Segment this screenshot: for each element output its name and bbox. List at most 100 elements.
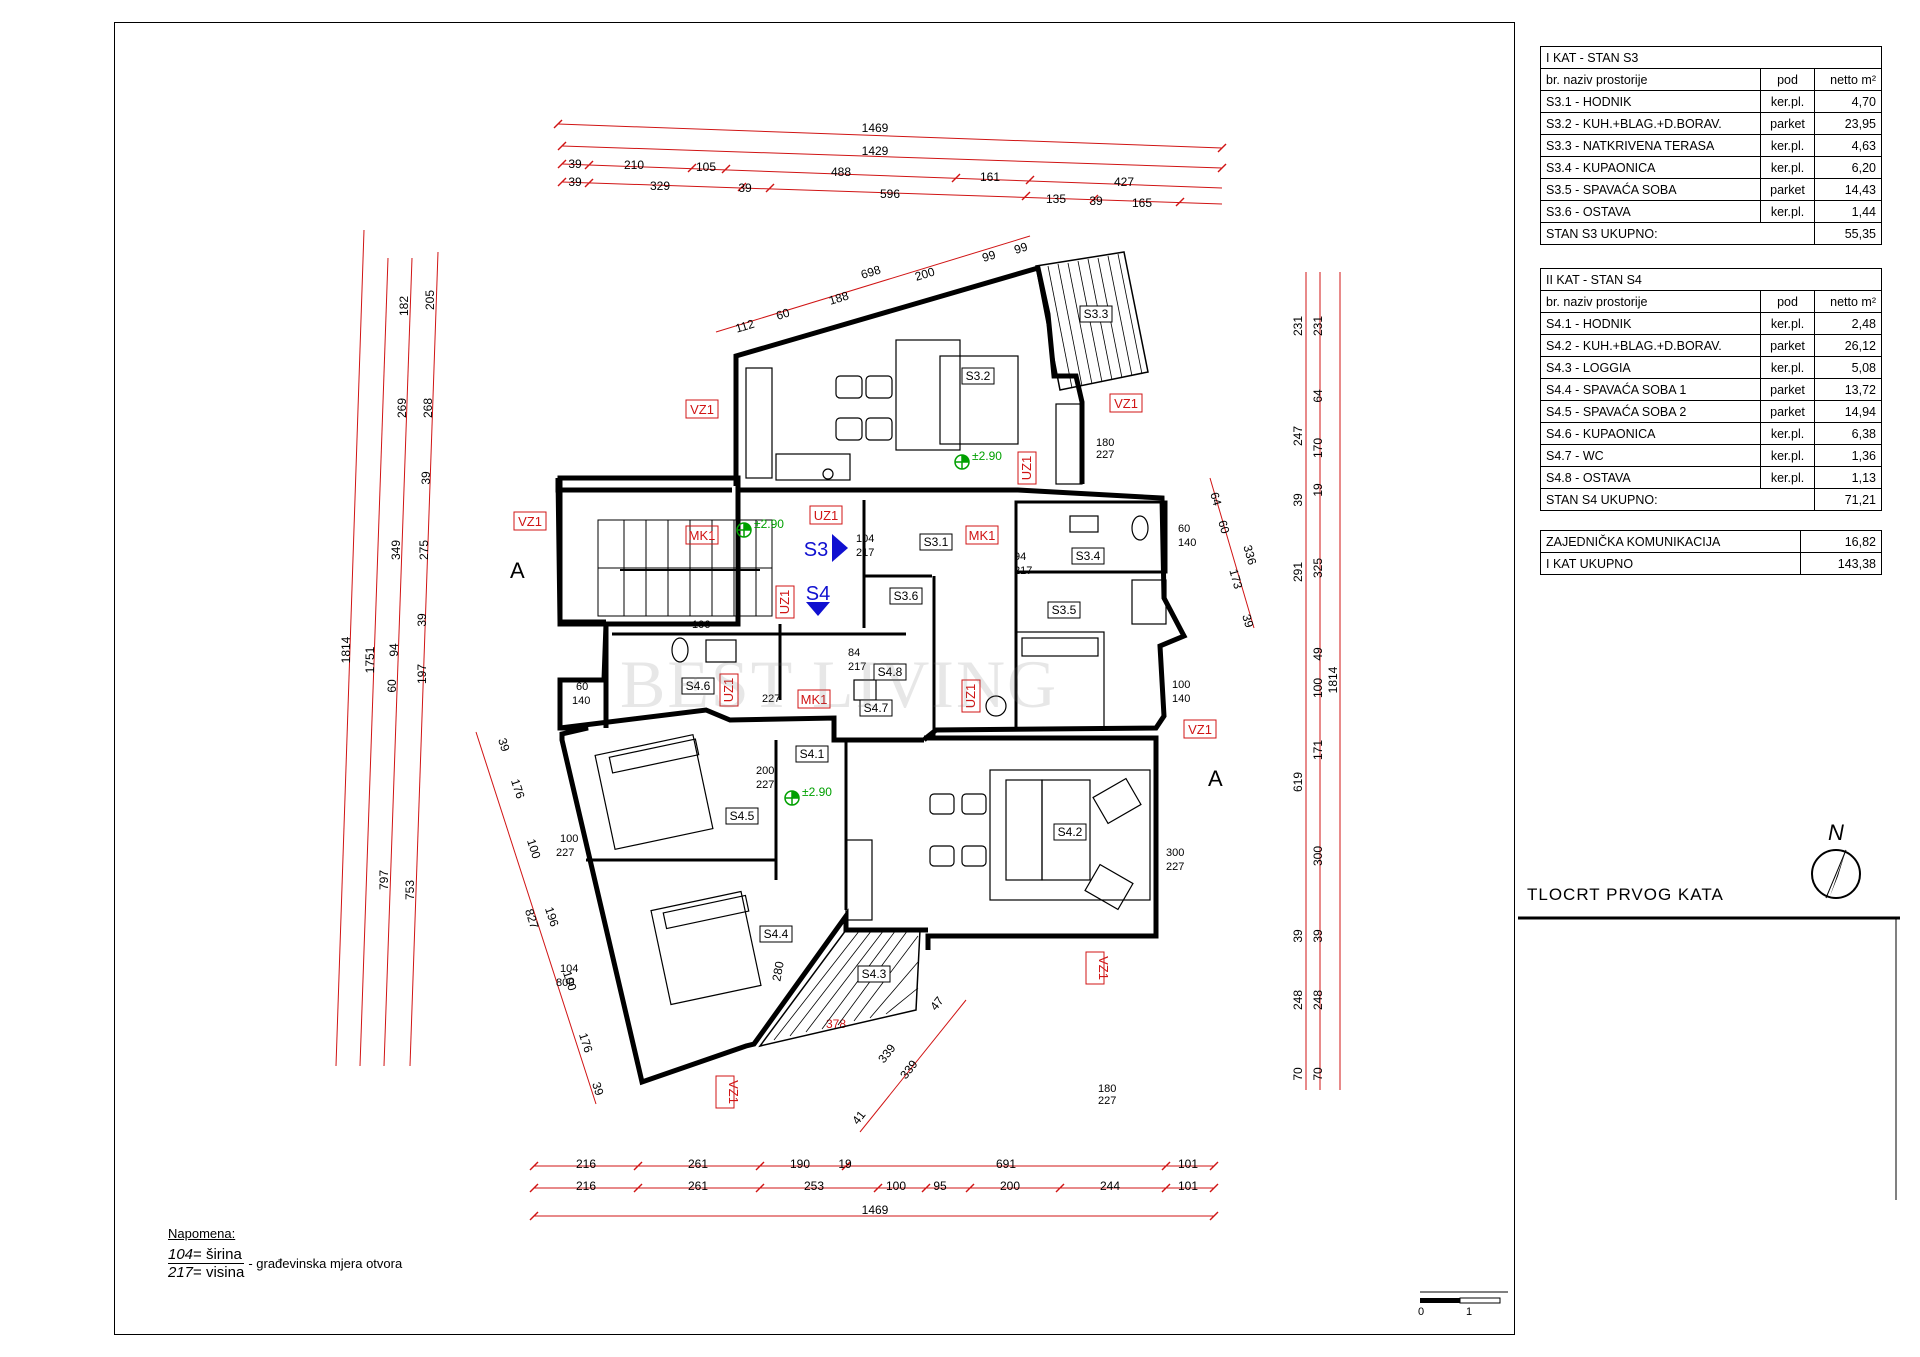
note-width-value: 104 bbox=[168, 1246, 194, 1263]
dim-right1-2: 39 bbox=[1291, 493, 1305, 507]
terrace-hatch bbox=[1035, 251, 1149, 391]
tag-vz1-3: VZ1 bbox=[513, 511, 547, 531]
tag-mk1-3: MK1 bbox=[797, 689, 831, 709]
dim-diag-top-5: 99 bbox=[980, 247, 997, 264]
dim-top3-0: 39 bbox=[568, 157, 582, 171]
room-s4-5: S4.5 bbox=[725, 807, 759, 825]
dim-top3-4: 161 bbox=[980, 170, 1000, 184]
beds bbox=[594, 631, 1105, 1006]
tag-vz1-2: VZ1 bbox=[1109, 393, 1143, 413]
dim-bot2-0: 216 bbox=[576, 1179, 596, 1193]
svg-text:S4.8: S4.8 bbox=[878, 665, 903, 679]
room-s3-2: S3.2 bbox=[961, 367, 995, 385]
svg-text:140: 140 bbox=[1172, 693, 1190, 705]
floor-total-label: I KAT UKUPNO bbox=[1540, 552, 1801, 575]
dim-left4-6: 753 bbox=[403, 880, 417, 900]
svg-text:MK1: MK1 bbox=[969, 528, 996, 543]
dim-right2-9: 39 bbox=[1311, 929, 1325, 943]
svg-text:106: 106 bbox=[692, 619, 710, 631]
note-height-label: = visina bbox=[193, 1264, 245, 1281]
dim-diag-ll-3: 196 bbox=[542, 905, 562, 929]
svg-text:UZ1: UZ1 bbox=[814, 508, 839, 523]
dim-diag-top-2: 60 bbox=[774, 305, 791, 322]
svg-text:±2.90: ±2.90 bbox=[802, 785, 832, 799]
svg-text:60: 60 bbox=[1178, 523, 1190, 535]
svg-text:VZ1: VZ1 bbox=[1114, 396, 1138, 411]
dim-left4-1: 268 bbox=[421, 398, 435, 418]
table-s4-head-area: netto m² bbox=[1813, 290, 1883, 313]
tag-vz1-1: VZ1 bbox=[685, 399, 719, 419]
table-s3-title: I KAT - STAN S3 bbox=[1540, 46, 1882, 69]
dim-top-2: 1429 bbox=[862, 144, 889, 158]
dim-right2-7: 171 bbox=[1311, 740, 1325, 760]
dim-right1-0: 231 bbox=[1291, 316, 1305, 336]
room-s3-6: S3.6 bbox=[889, 587, 923, 605]
scale-max: 1 bbox=[1466, 1306, 1473, 1318]
dim-left3-5: 797 bbox=[377, 870, 391, 890]
dim-top4-4: 135 bbox=[1046, 192, 1066, 206]
svg-text:104: 104 bbox=[560, 963, 578, 975]
common-label: ZAJEDNIČKA KOMUNIKACIJA bbox=[1540, 530, 1801, 553]
north-label: N bbox=[1828, 820, 1844, 845]
dim-diag-top-4: 200 bbox=[913, 264, 937, 283]
dim-diag-ll-5: 176 bbox=[576, 1031, 596, 1055]
dim-top4-3: 596 bbox=[880, 187, 900, 201]
dim-diag-ll-2: 100 bbox=[524, 837, 544, 861]
drawing-title: TLOCRT PRVOG KATA bbox=[1527, 885, 1724, 904]
dim-bot2-6: 244 bbox=[1100, 1179, 1120, 1193]
floor-total-value: 143,38 bbox=[1800, 552, 1882, 575]
dim-right1-5: 39 bbox=[1291, 929, 1305, 943]
room-s4-3: S4.3 bbox=[857, 965, 891, 983]
room-s3-5: S3.5 bbox=[1047, 601, 1081, 619]
table-s4-head-floor: pod bbox=[1760, 290, 1815, 313]
level-marker-1: ±2.90 bbox=[954, 449, 1002, 470]
table-s4-total-label: STAN S4 UKUPNO: bbox=[1540, 488, 1815, 511]
svg-text:227: 227 bbox=[1096, 449, 1114, 461]
dim-right1-7: 70 bbox=[1291, 1067, 1305, 1081]
room-labels: S3.1 S3.2 S3.3 S3.4 S3.5 S3.6 S4.1 S4.2 … bbox=[681, 305, 1113, 983]
unit-s4-arrow bbox=[806, 602, 830, 616]
dim-left3-3: 60 bbox=[385, 679, 399, 693]
dim-top3-1: 210 bbox=[624, 158, 644, 172]
unit-s4-label: S4 bbox=[806, 583, 830, 605]
table-s3-head-floor: pod bbox=[1760, 68, 1815, 91]
furniture-s4-2 bbox=[845, 769, 1151, 921]
room-s4-2: S4.2 bbox=[1053, 823, 1087, 841]
dim-diag-b-2: 47 bbox=[927, 994, 946, 1013]
table-s3-head-name: br. naziv prostorije bbox=[1539, 68, 1762, 91]
dim-top-1: 1469 bbox=[862, 121, 889, 135]
room-s3-1: S3.1 bbox=[919, 533, 953, 551]
dim-diag-ll-7: 827 bbox=[522, 907, 542, 931]
dim-diag-ll-6: 39 bbox=[589, 1080, 607, 1097]
dim-diag-ll-4: 100 bbox=[560, 969, 580, 993]
svg-text:S4.2: S4.2 bbox=[1058, 825, 1083, 839]
north-arrow: N bbox=[1811, 820, 1861, 899]
table-s3-head-area: netto m² bbox=[1813, 68, 1883, 91]
dim-diag-b-0: 280 bbox=[769, 960, 786, 982]
table-s3: I KAT - STAN S3 br. naziv prostorije pod… bbox=[1539, 46, 1883, 245]
dim-bot1-3: 19 bbox=[838, 1157, 852, 1171]
room-s4-4: S4.4 bbox=[759, 925, 793, 943]
dim-right2-10: 248 bbox=[1311, 990, 1325, 1010]
svg-text:S3.5: S3.5 bbox=[1052, 603, 1077, 617]
svg-text:S4.5: S4.5 bbox=[730, 809, 755, 823]
dim-diag-b-5: 339 bbox=[875, 1041, 899, 1066]
svg-text:180: 180 bbox=[1096, 437, 1114, 449]
unit-s3-arrow bbox=[832, 534, 848, 562]
dim-left-2: 1751 bbox=[363, 646, 377, 673]
table-s4: II KAT - STAN S4 br. naziv prostorije po… bbox=[1539, 268, 1883, 511]
dim-top3-3: 488 bbox=[831, 165, 851, 179]
dim-diag-top-1: 112 bbox=[734, 317, 757, 336]
dim-right1-3: 291 bbox=[1291, 562, 1305, 582]
dim-top4-5: 39 bbox=[1089, 194, 1103, 208]
